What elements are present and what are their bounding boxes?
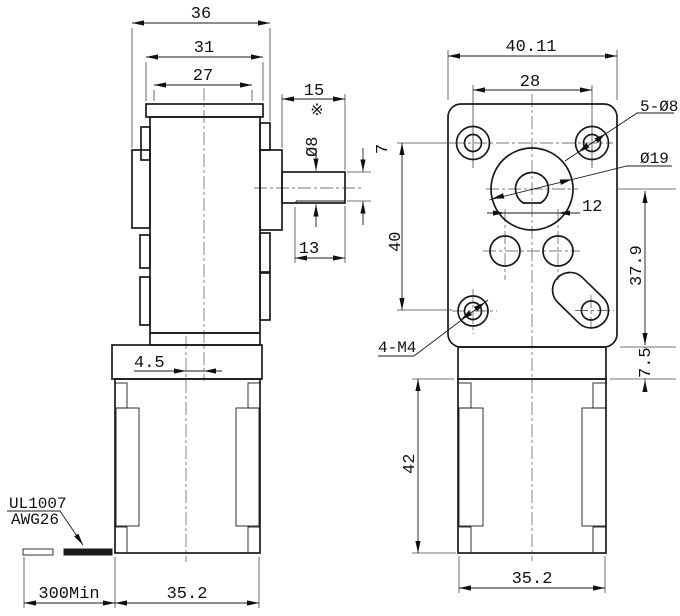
dim-27: 27 (193, 67, 213, 86)
wire-label-ul1007: UL1007 (9, 495, 67, 513)
dim-15: 15 (304, 82, 324, 101)
label-4-m4: 4-M4 (378, 339, 416, 357)
dim-37-9: 37.9 (628, 245, 647, 286)
dim-motor-width-side: 35.2 (114, 557, 260, 608)
dim-motor-height: 42 (401, 378, 456, 554)
dim-36: 36 (191, 5, 211, 24)
dim-12: 12 (582, 198, 602, 217)
front-view: 40.11 28 5-Ø8 Ø19 12 (378, 38, 678, 593)
side-view: 36 31 27 15 ※ Ø8 (7, 5, 393, 608)
dim-wire-length: 300Min (23, 557, 115, 608)
mounting-holes (455, 125, 610, 327)
dim-35-2-front: 35.2 (512, 570, 553, 589)
front-motor-outline (457, 378, 607, 554)
dim-front-width: 40.11 (447, 38, 618, 100)
dim-40-11: 40.11 (505, 38, 556, 57)
dim-neck-height: 7.5 (610, 346, 676, 392)
dim-40: 40 (387, 232, 406, 252)
label-dia19: Ø19 (640, 150, 669, 168)
dim-lower-span: 37.9 (617, 188, 676, 345)
dim-42: 42 (401, 454, 420, 474)
dim-hole-vertical-span: 40 (387, 142, 452, 311)
label-5-dia8: 5-Ø8 (640, 98, 678, 116)
dim-width-plate: 31 (145, 39, 264, 101)
callout-boss-dia: Ø19 (488, 150, 672, 201)
dim-13: 13 (299, 240, 319, 259)
dim-width-overall: 36 (131, 5, 271, 148)
slot-feature (551, 271, 610, 329)
callout-mount-holes: 5-Ø8 (564, 98, 678, 162)
lead-wire (22, 548, 113, 556)
dim-hole-pair-spacing: 12 (487, 198, 602, 217)
wire-label-awg26: AWG26 (11, 511, 59, 529)
dim-flat-length: 13 (294, 206, 346, 263)
dim-center-offset: 4.5 (134, 354, 222, 374)
wire-callout: UL1007 AWG26 (7, 495, 84, 546)
callout-tapped-holes: 4-M4 (378, 299, 489, 357)
dim-shaft-flat-height: 7 (347, 144, 393, 225)
reference-mark: ※ (310, 102, 323, 120)
output-shaft (281, 171, 346, 204)
dim-shaft-dia: Ø8 (304, 137, 323, 227)
dim-7: 7 (374, 144, 393, 154)
motor-outline (114, 378, 261, 554)
dim-4-5: 4.5 (134, 354, 165, 373)
dim-31: 31 (194, 39, 214, 58)
dim-width-body: 27 (153, 67, 253, 101)
dim-35-2-side: 35.2 (167, 585, 208, 604)
dim-dia8: Ø8 (304, 137, 323, 157)
dim-hole-spacing: 28 (473, 73, 592, 93)
dim-motor-width-front: 35.2 (458, 556, 606, 593)
dim-7-5: 7.5 (637, 347, 656, 378)
gearbox-outline (111, 103, 283, 380)
dim-shaft-length: 15 ※ (281, 82, 346, 170)
dim-300min: 300Min (38, 585, 99, 604)
dim-28: 28 (520, 73, 540, 92)
